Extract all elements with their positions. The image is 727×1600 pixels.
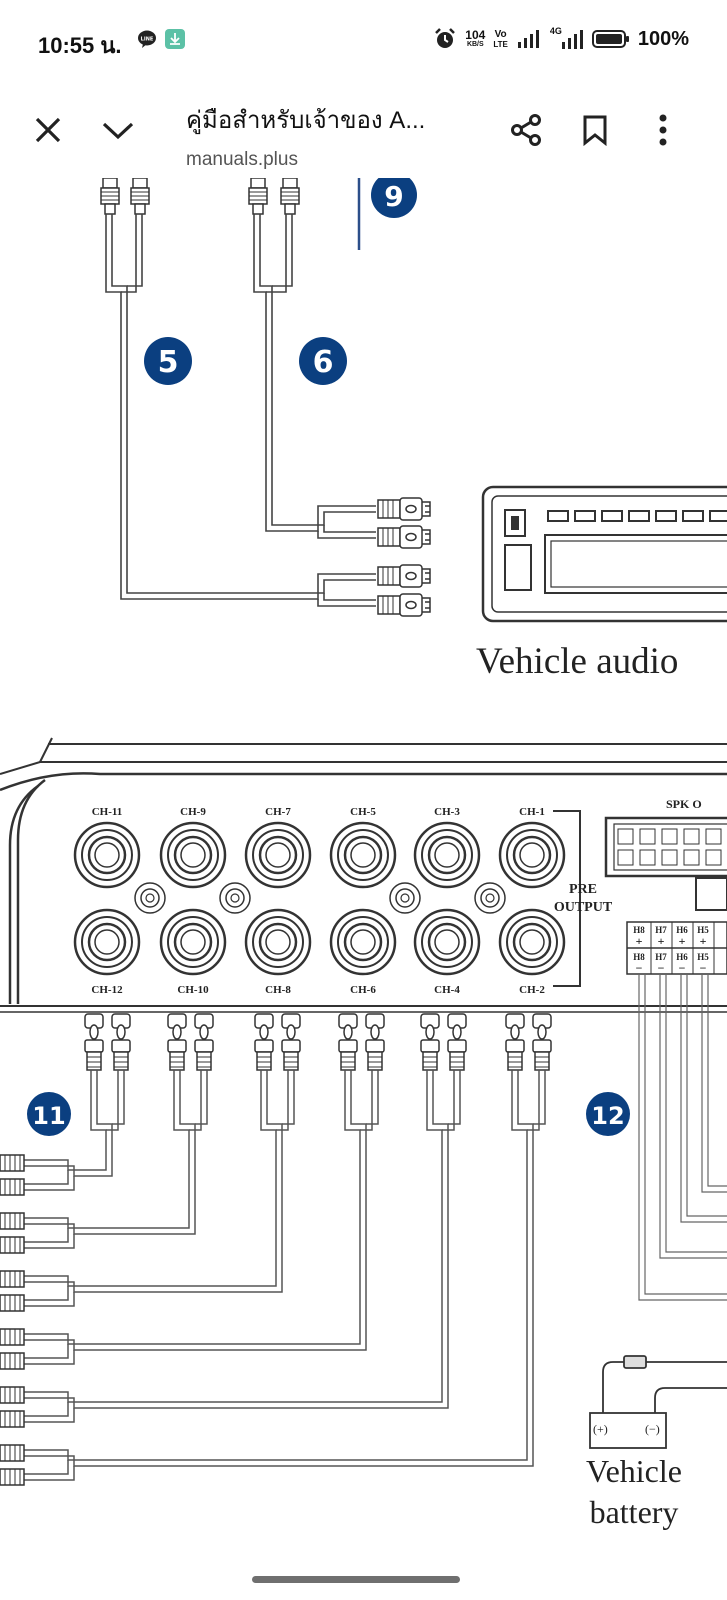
pre-output-label-1: PRE (569, 882, 597, 897)
page-title: คู่มือสำหรับเจ้าของ A... (186, 107, 426, 134)
svg-text:−: − (700, 961, 707, 975)
cable-11-bundle (24, 1070, 546, 1481)
bookmark-button[interactable] (571, 106, 619, 154)
status-time: 10:55 น. (38, 33, 122, 58)
status-left-icons: LINE (137, 29, 185, 49)
cable-6 (253, 214, 376, 539)
speed-value: 104 (465, 28, 486, 42)
terminal-top-2: H7 (655, 925, 667, 935)
close-button[interactable] (24, 106, 72, 154)
network-label: 4G (549, 26, 562, 36)
svg-text:−: − (658, 961, 665, 975)
channel-label-ch7: CH-7 (265, 806, 291, 818)
callout-5: 5 (144, 337, 192, 385)
head-unit-illustration (481, 485, 727, 623)
svg-text:−: − (679, 961, 686, 975)
callout-9-label: 9 (384, 180, 403, 213)
amplifier-illustration (0, 737, 727, 1013)
svg-text:LINE: LINE (141, 37, 154, 43)
data-speed: 104 KB/S (465, 29, 485, 49)
pre-output-label-2: OUTPUT (554, 900, 613, 915)
channel-label-ch11: CH-11 (92, 806, 123, 818)
channel-label-ch6: CH-6 (350, 984, 376, 996)
svg-text:+: + (636, 934, 643, 948)
left-rca-ends (0, 1154, 25, 1486)
battery-illustration (589, 1355, 727, 1449)
wiring-diagram: Vehicle audio (0, 178, 727, 1530)
svg-text:+: + (679, 934, 686, 948)
callout-6: 6 (299, 337, 347, 385)
terminal-top-1: H8 (633, 925, 645, 935)
channel-label-ch10: CH-10 (177, 984, 209, 996)
volte-bottom: LTE (493, 39, 508, 49)
terminal-bottom-2: H7 (655, 952, 667, 962)
line-icon: LINE (138, 30, 156, 48)
callout-11-label: 11 (32, 1102, 65, 1130)
battery-plus: (+) (593, 1422, 608, 1436)
signal-icon (517, 30, 539, 48)
terminal-top-4: H5 (697, 925, 709, 935)
battery-label-line2: battery (590, 1494, 679, 1530)
battery-label-line1: Vehicle (586, 1453, 682, 1489)
channel-label-ch9: CH-9 (180, 806, 206, 818)
browser-header: คู่มือสำหรับเจ้าของ A... manuals.plus (0, 82, 727, 179)
channel-label-ch2: CH-2 (519, 984, 545, 996)
channel-label-ch12: CH-12 (91, 984, 123, 996)
amp-rca-ports (73, 821, 566, 976)
channel-label-ch8: CH-8 (265, 984, 291, 996)
share-icon (511, 114, 541, 146)
speaker-terminal-block (626, 921, 727, 1301)
status-bar: 10:55 น. LINE 104 KB/S Vo LTE (0, 0, 727, 82)
terminal-bottom-1: H8 (633, 952, 645, 962)
terminal-bottom-3: H6 (676, 952, 688, 962)
cable-5 (105, 214, 376, 607)
terminal-bottom-4: H5 (697, 952, 709, 962)
svg-text:−: − (636, 961, 643, 975)
volte-top: Vo (494, 28, 507, 40)
network-4g: 4G (548, 26, 584, 50)
callout-5-label: 5 (158, 345, 179, 380)
title-block: คู่มือสำหรับเจ้าของ A... manuals.plus (186, 100, 486, 171)
channel-label-ch4: CH-4 (434, 984, 460, 996)
terminal-top-3: H6 (676, 925, 688, 935)
spk-out-label: SPK O (666, 797, 702, 811)
collapse-button[interactable] (94, 106, 142, 154)
share-button[interactable] (502, 106, 550, 154)
status-right: 104 KB/S Vo LTE 4G 100% (433, 26, 689, 51)
svg-text:+: + (658, 934, 665, 948)
alarm-icon (435, 28, 456, 48)
channel-label-ch3: CH-3 (434, 806, 460, 818)
callout-11: 11 (27, 1092, 71, 1136)
chevron-down-icon (102, 122, 134, 140)
battery-percent: 100% (637, 27, 689, 50)
signal-4g-icon (561, 30, 583, 49)
head-unit-label: Vehicle audio (476, 641, 678, 682)
battery-icon (591, 30, 629, 48)
volte-indicator: Vo LTE (493, 28, 508, 49)
download-icon (165, 29, 185, 49)
channel-label-ch1: CH-1 (519, 806, 545, 818)
manual-diagram-view[interactable]: Vehicle audio (0, 178, 727, 1548)
speed-unit: KB/S (466, 41, 484, 48)
close-icon (35, 117, 61, 143)
channel-label-ch5: CH-5 (350, 806, 376, 818)
more-vert-icon (659, 114, 667, 146)
page-domain: manuals.plus (186, 149, 298, 170)
battery-minus: (−) (645, 1422, 660, 1436)
callout-12-label: 12 (591, 1102, 624, 1130)
callout-9: 9 (371, 178, 417, 218)
pre-output-plugs (84, 1013, 552, 1071)
bookmark-icon (583, 115, 607, 146)
more-options-button[interactable] (639, 106, 687, 154)
gesture-nav-handle[interactable] (252, 1576, 460, 1583)
callout-6-label: 6 (313, 345, 334, 380)
callout-12: 12 (586, 1092, 630, 1136)
svg-text:+: + (700, 934, 707, 948)
